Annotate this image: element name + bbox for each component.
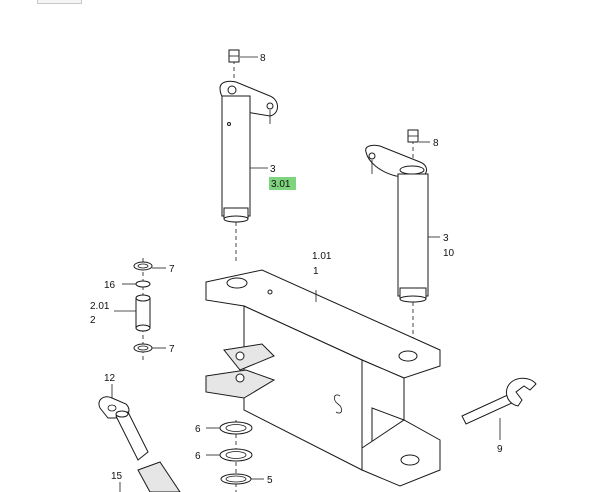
callout-frame-variant: 1.01 (312, 251, 332, 262)
callout-frame: 1 (313, 266, 319, 277)
rod-fitting (98, 396, 181, 492)
rod-icon (115, 411, 149, 461)
frame-bottom-plate (361, 419, 441, 487)
callout-ring-upper: 7 (169, 264, 175, 275)
callout-bushing-variant: 2.01 (90, 301, 110, 312)
ring-icon (133, 343, 153, 353)
bushing-stack (133, 258, 153, 362)
callout-nut-left: 8 (260, 53, 266, 64)
washer-icon (219, 421, 253, 435)
callout-circlip: 5 (267, 475, 273, 486)
callout-bushing: 2 (90, 315, 96, 326)
pin-body (221, 95, 251, 217)
callout-washer-small: 16 (104, 280, 116, 291)
spanner-jaw-icon (505, 377, 537, 407)
callout-ring-lower: 7 (169, 344, 175, 355)
callout-pin-left: 3 (270, 164, 276, 175)
ring-icon (133, 261, 153, 271)
spanner-handle-icon (461, 393, 515, 425)
circlip-icon (220, 473, 252, 485)
frame-bracket (223, 343, 275, 371)
callout-nut-right: 8 (433, 138, 439, 149)
callout-pin-left-variant[interactable]: 3.01 (271, 179, 291, 190)
spanner (461, 377, 537, 425)
callout-spanner: 9 (497, 444, 503, 455)
highlight-marker (269, 177, 296, 190)
callout-fitting: 12 (104, 373, 116, 384)
bushing-icon (135, 297, 151, 329)
callout-washer-b: 6 (195, 451, 201, 462)
washer-icon (219, 448, 253, 462)
callout-washer-a: 6 (195, 424, 201, 435)
pin-body (397, 173, 429, 297)
washer-icon (135, 280, 151, 288)
right-pin-assembly (365, 129, 429, 352)
toolbar-tab-stub (37, 0, 82, 4)
callout-labels: 8 3 3.01 8 3 10 1.01 1 7 16 2.01 2 7 12 … (90, 53, 503, 486)
leader-lines (111, 56, 501, 492)
washer-stack (219, 420, 253, 492)
callout-rod: 15 (111, 471, 123, 482)
left-pin-assembly (219, 49, 278, 262)
callout-pin-right-alt: 10 (443, 248, 455, 259)
callout-pin-right: 3 (443, 233, 449, 244)
main-frame (205, 269, 441, 487)
